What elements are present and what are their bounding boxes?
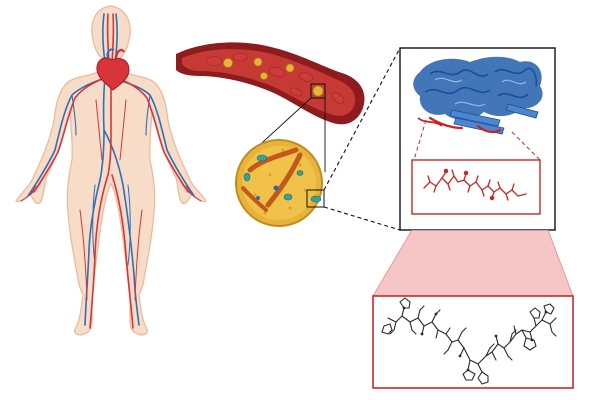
highlighted-peptide-segment	[428, 116, 502, 134]
protein-zoom-box	[306, 189, 325, 208]
zoom-projection	[373, 230, 573, 296]
lipoprotein-particle-icon	[235, 139, 325, 227]
protein-structure-panel	[399, 47, 556, 231]
red-blood-cells	[205, 52, 345, 104]
lipoprotein-particles	[223, 57, 324, 97]
peptide-detail-panel	[372, 295, 574, 389]
body-silhouette	[15, 5, 207, 336]
blood-vessel-icon	[176, 42, 365, 125]
peptide-red-icon	[423, 168, 527, 201]
human-circulatory-system-icon	[15, 5, 207, 336]
artery-network	[20, 13, 202, 329]
callout-line-top	[323, 47, 401, 191]
peptide-highlight-box	[411, 159, 541, 215]
callout-line-bottom	[323, 206, 401, 231]
heart-icon	[96, 48, 130, 91]
particle-zoom-box	[310, 83, 326, 99]
protein-structure-icon	[413, 56, 543, 135]
peptide-molecule-icon	[381, 297, 557, 385]
